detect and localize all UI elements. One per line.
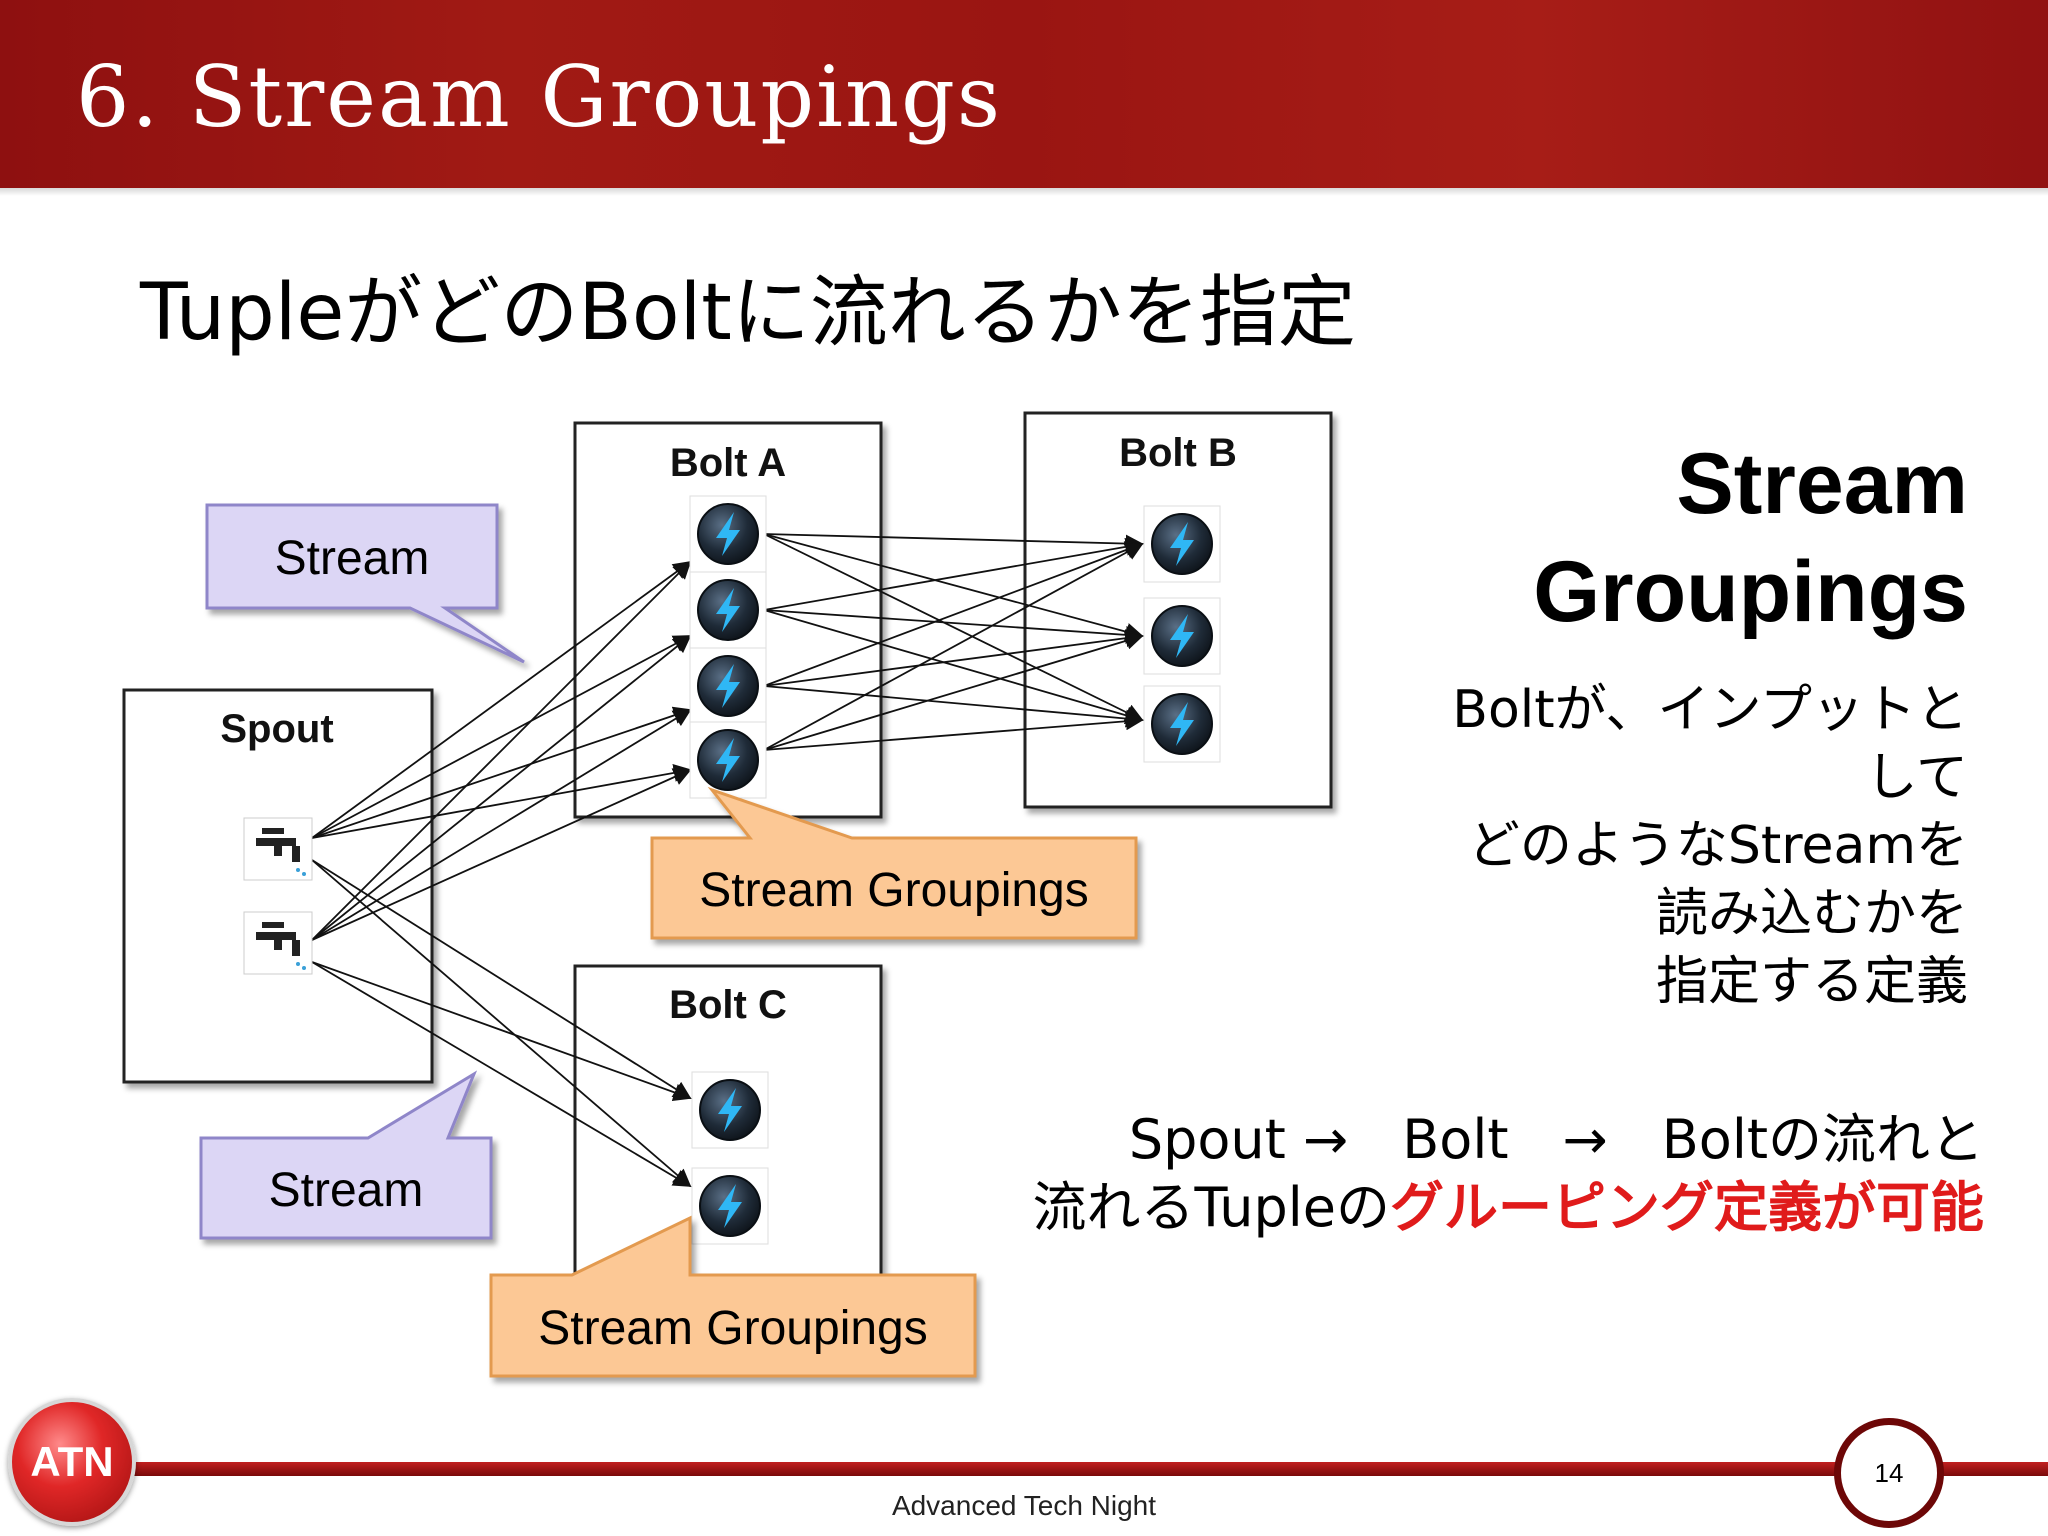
- lightning-bolt-icon: [1143, 597, 1221, 675]
- right-panel-description: Boltが、インプットと して どのようなStreamを 読み込むかを 指定する…: [1368, 676, 1968, 1016]
- stream-callout-top-label: Stream: [275, 532, 430, 585]
- desc-line: どのようなStreamを: [1467, 816, 1968, 876]
- desc-line: 読み込むかを: [1655, 884, 1968, 944]
- right-title-line1: Stream: [1676, 436, 1968, 532]
- desc-line: Boltが、インプットと: [1452, 680, 1968, 740]
- lightning-bolt-icon: [689, 647, 767, 725]
- footer-event-name: Advanced Tech Night: [891, 1490, 1157, 1521]
- groupings-callout-c: Stream Groupings: [489, 1215, 977, 1378]
- faucet-icon: [243, 911, 313, 975]
- flow-line1: Spout → Bolt → Boltの流れと: [1128, 1108, 1984, 1171]
- lightning-bolt-icon: [1143, 505, 1221, 583]
- bolt-a-label: Bolt A: [670, 441, 786, 485]
- groupings-callout-a-label: Stream Groupings: [699, 864, 1089, 917]
- stream-callout-top: Stream: [205, 503, 525, 664]
- lightning-bolt-icon: [689, 571, 767, 649]
- flow-line2: 流れるTupleのグルーピング定義が可能: [984, 1174, 1984, 1242]
- spout-label: Spout: [220, 707, 333, 751]
- groupings-callout-a: Stream Groupings: [650, 786, 1138, 940]
- atn-logo: ATN: [8, 1398, 136, 1526]
- stream-callout-bottom: Stream: [199, 1070, 493, 1240]
- right-title-line2: Groupings: [1533, 544, 1968, 640]
- desc-line: 指定する定義: [1655, 952, 1968, 1012]
- right-panel-title: Stream Groupings: [1533, 430, 1968, 646]
- logo-text: ATN: [30, 1438, 114, 1485]
- faucet-icon: [243, 817, 313, 881]
- lightning-bolt-icon: [689, 721, 767, 799]
- spout-box: [122, 688, 434, 1084]
- groupings-callout-c-label: Stream Groupings: [538, 1302, 928, 1355]
- flow-description: Spout → Bolt → Boltの流れと 流れるTupleのグルーピング定…: [984, 1106, 1984, 1242]
- slide-subtitle: TupleがどのBoltに流れるかを指定: [140, 268, 1356, 358]
- stream-callout-bottom-label: Stream: [269, 1164, 424, 1217]
- spout-to-bolt-a-streams: [311, 560, 692, 941]
- flow-line2-highlight: グルーピング定義が可能: [1390, 1176, 1984, 1239]
- spout-to-bolt-c-streams: [311, 859, 692, 1188]
- flow-line2-prefix: 流れるTupleの: [1032, 1176, 1390, 1239]
- footer-bar: [130, 1462, 2048, 1476]
- page-number: 14: [1874, 1458, 1904, 1488]
- page-number-badge: 14: [1834, 1418, 1944, 1528]
- bolt-c-label: Bolt C: [669, 983, 787, 1027]
- slide-header: 6. Stream Groupings: [0, 0, 2048, 196]
- slide-title: 6. Stream Groupings: [76, 48, 1002, 146]
- bolt-task-icons: [689, 495, 1221, 1245]
- lightning-bolt-icon: [691, 1167, 769, 1245]
- lightning-bolt-icon: [691, 1071, 769, 1149]
- bolt-a-to-bolt-b-streams: [763, 533, 1144, 751]
- bolt-b-label: Bolt B: [1119, 431, 1237, 475]
- lightning-bolt-icon: [689, 495, 767, 573]
- desc-line: して: [1865, 748, 1968, 808]
- lightning-bolt-icon: [1143, 685, 1221, 763]
